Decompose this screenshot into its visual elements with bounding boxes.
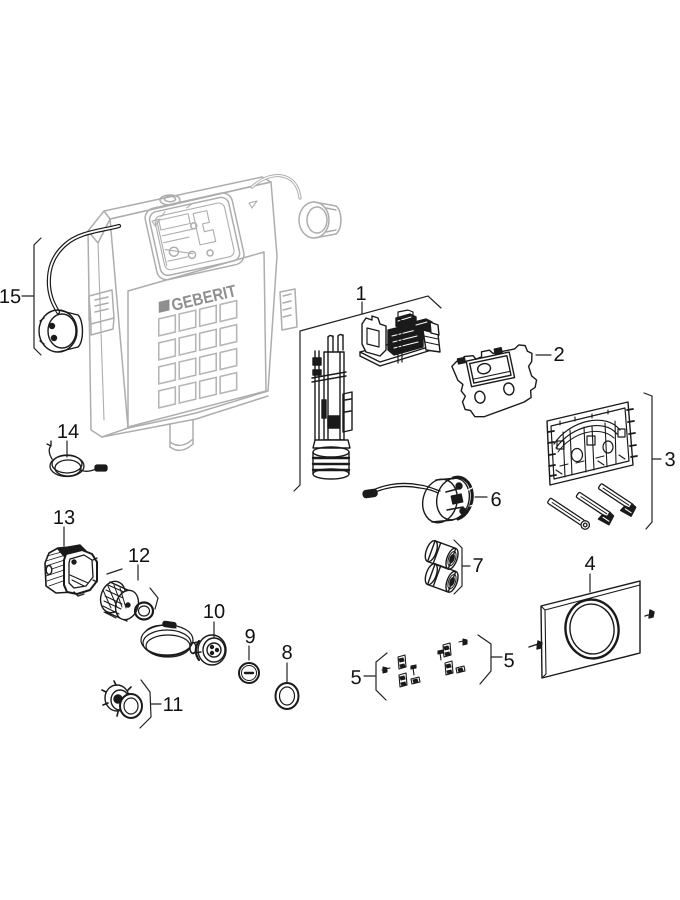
svg-text:13: 13 (53, 507, 75, 529)
svg-text:2: 2 (553, 344, 564, 366)
svg-text:11: 11 (163, 694, 184, 716)
svg-text:3: 3 (664, 449, 675, 471)
svg-text:1: 1 (355, 283, 366, 305)
svg-text:14: 14 (57, 421, 79, 443)
svg-text:8: 8 (281, 642, 292, 664)
svg-text:12: 12 (128, 545, 150, 567)
svg-text:6: 6 (490, 489, 501, 511)
svg-text:5: 5 (503, 650, 514, 672)
svg-text:15: 15 (0, 286, 21, 308)
svg-text:5: 5 (350, 667, 361, 689)
svg-text:4: 4 (584, 553, 595, 575)
svg-text:7: 7 (472, 555, 483, 577)
svg-text:9: 9 (244, 626, 255, 648)
svg-text:10: 10 (203, 601, 225, 623)
